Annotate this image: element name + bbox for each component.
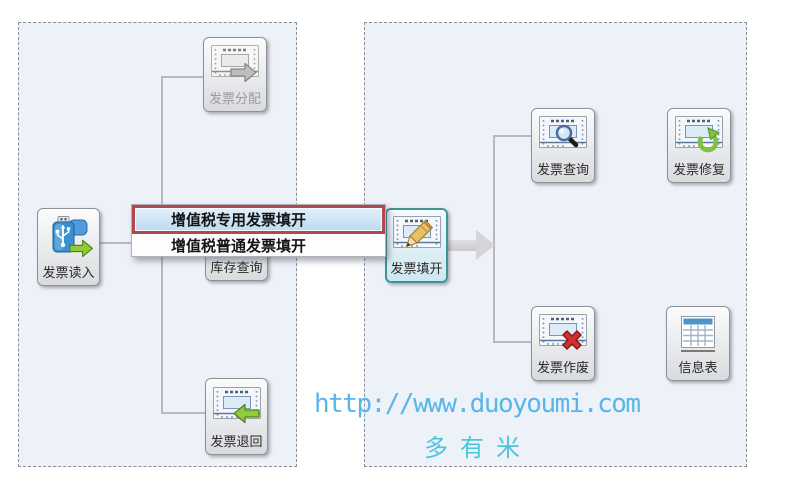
button-label: 发票查询: [536, 162, 589, 178]
button-invoice-distribute[interactable]: 发票分配: [203, 37, 267, 112]
flow-arrow-icon: [476, 230, 495, 260]
invoice-arrow-left-icon: [206, 381, 267, 434]
watermark-brand: 多有米: [424, 435, 532, 462]
menu-item-label: 增值税专用发票填开: [171, 212, 307, 229]
invoice-refresh-icon: [668, 111, 730, 162]
menu-item-special-vat-invoice[interactable]: 增值税专用发票填开: [132, 205, 385, 234]
button-info-table[interactable]: 信息表: [666, 306, 730, 381]
button-label: 发票退回: [210, 434, 263, 450]
button-invoice-repair[interactable]: 发票修复: [667, 108, 731, 183]
invoice-arrow-right-icon: [204, 40, 266, 91]
connector-line: [493, 341, 531, 343]
menu-item-ordinary-vat-invoice[interactable]: 增值税普通发票填开: [132, 234, 385, 256]
button-label: 发票填开: [390, 261, 443, 277]
button-invoice-query[interactable]: 发票查询: [531, 108, 595, 183]
button-invoice-fill-open[interactable]: 发票填开: [385, 208, 448, 283]
button-label: 发票作废: [536, 360, 589, 376]
watermark-url: http://www.duoyoumi.com: [314, 389, 641, 419]
button-label: 发票分配: [208, 91, 261, 107]
connector-line: [100, 242, 161, 244]
flow-arrow-icon: [448, 240, 476, 251]
button-label: 发票修复: [672, 162, 725, 178]
invoice-magnifier-icon: [532, 111, 594, 162]
button-invoice-return[interactable]: 发票退回: [205, 378, 268, 455]
button-label: 信息表: [678, 360, 718, 376]
menu-item-label: 增值税普通发票填开: [171, 237, 307, 255]
context-menu: 增值税专用发票填开 增值税普通发票填开: [131, 204, 386, 257]
button-invoice-read-in[interactable]: 发票读入: [37, 208, 100, 286]
connector-line: [493, 135, 531, 137]
connector-line: [161, 412, 205, 414]
invoice-cross-icon: [532, 309, 594, 360]
table-icon: [667, 309, 729, 360]
connector-line: [161, 76, 203, 78]
button-label: 库存查询: [210, 260, 263, 276]
usb-read-icon: [38, 211, 99, 265]
button-invoice-void[interactable]: 发票作废: [531, 306, 595, 381]
button-label: 发票读入: [42, 265, 95, 281]
invoice-pencil-icon: [387, 212, 446, 261]
